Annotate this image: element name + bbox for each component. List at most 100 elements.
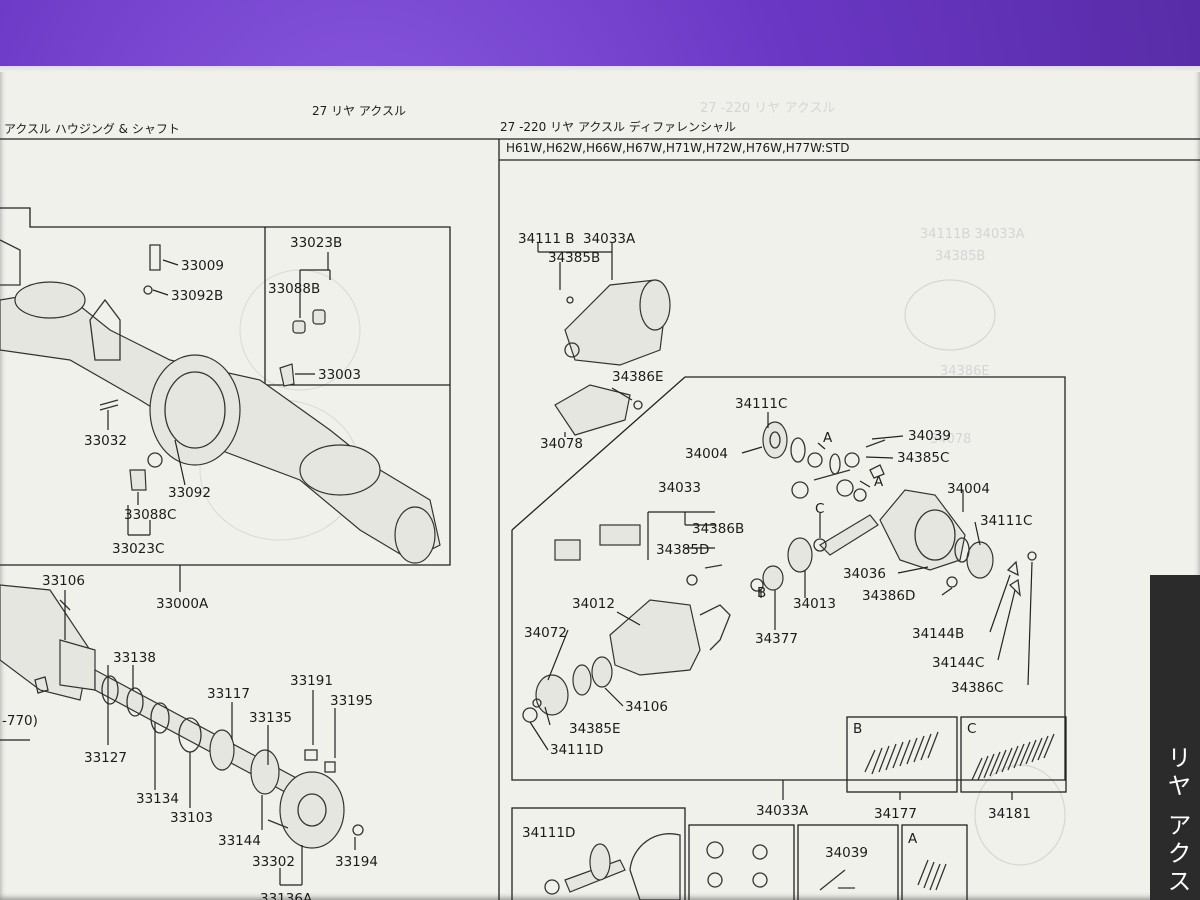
callout-C-1: C xyxy=(815,501,824,517)
label-34144B: 34144B xyxy=(912,626,964,642)
bleed-through: 34111B 34033A 34385B 34386E 34078 27 -22… xyxy=(199,101,1066,866)
kit-box-A xyxy=(901,824,968,900)
kit-box-A-label: A xyxy=(908,831,918,847)
label-34036: 34036 xyxy=(843,566,886,582)
housing-flange-drawing xyxy=(149,354,241,466)
label-34386D: 34386D xyxy=(862,588,915,604)
spring-A-drawing xyxy=(917,859,947,891)
label-33103: 33103 xyxy=(170,810,213,826)
label-33117: 33117 xyxy=(207,686,250,702)
svg-text:34386E: 34386E xyxy=(940,364,990,379)
label-34078: 34078 xyxy=(540,436,583,452)
label-33134: 33134 xyxy=(136,791,179,807)
label-34111B: 34111 B xyxy=(518,231,575,247)
svg-text:34111B 34033A: 34111B 34033A xyxy=(920,227,1025,242)
label-33023B: 33023B xyxy=(290,235,342,251)
section-title: 27 リヤ アクスル xyxy=(312,104,406,118)
label-34386E: 34386E xyxy=(612,369,663,385)
right-section-title: 27 -220 リヤ アクスル ディファレンシャル xyxy=(500,119,736,134)
kit-box-gears xyxy=(688,824,795,900)
callout-B-1: B xyxy=(757,585,766,601)
label-34033A-top: 34033A xyxy=(583,231,636,247)
svg-text:27 -220 リヤ アクスル: 27 -220 リヤ アクスル xyxy=(700,101,835,116)
companion-flange-drawing xyxy=(535,674,569,716)
label-33088C: 33088C xyxy=(124,507,176,523)
label-34111D-bottom: 34111D xyxy=(522,825,575,841)
label-34111C-top: 34111C xyxy=(735,396,787,412)
label-33023C: 33023C xyxy=(112,541,164,557)
label-34386C: 34386C xyxy=(951,680,1003,696)
label-34386B: 34386B xyxy=(692,521,744,537)
model-list: H61W,H62W,H66W,H67W,H71W,H72W,H76W,H77W:… xyxy=(506,141,850,155)
label-34012: 34012 xyxy=(572,596,615,612)
label-34181: 34181 xyxy=(988,806,1031,822)
label-33088B: 33088B xyxy=(268,281,320,297)
label-33092: 33092 xyxy=(168,485,211,501)
label-33138: 33138 xyxy=(113,650,156,666)
label-34111D: 34111D xyxy=(550,742,603,758)
svg-text:34078: 34078 xyxy=(930,432,971,447)
label-33302: 33302 xyxy=(252,854,295,870)
page-edge xyxy=(0,66,1200,72)
spring-kit-group: B C 34033A 34177 34181 xyxy=(756,716,1067,822)
spring-box-C xyxy=(960,716,1067,793)
label-34039: 34039 xyxy=(908,428,951,444)
spring-box-B-label: B xyxy=(853,721,862,737)
label-34144C: 34144C xyxy=(932,655,984,671)
bracket-34078-drawing xyxy=(554,384,631,436)
label-34013: 34013 xyxy=(793,596,836,612)
left-section-title: アクスル ハウジング & シャフト xyxy=(4,122,180,136)
label-34072: 34072 xyxy=(524,625,567,641)
label-34033A-bottom: 34033A xyxy=(756,803,809,819)
spring-34181-drawing xyxy=(971,733,1055,781)
label-34004-right: 34004 xyxy=(947,481,990,497)
label-770: -770) xyxy=(2,713,38,729)
label-33000A: 33000A xyxy=(156,596,209,612)
differential-group: 34111 B 34033A 34385B 34386E 34078 xyxy=(511,231,1066,781)
label-34385D: 34385D xyxy=(656,542,709,558)
retainer-33117-drawing xyxy=(209,729,235,771)
label-34385E: 34385E xyxy=(569,721,620,737)
hub-flange-drawing xyxy=(279,771,345,849)
parts-catalog-page xyxy=(0,66,1200,900)
spring-box-C-label: C xyxy=(967,721,976,737)
label-34177: 34177 xyxy=(874,806,917,822)
label-34039-bottom: 34039 xyxy=(825,845,868,861)
callout-A-1: A xyxy=(823,430,833,446)
label-33144: 33144 xyxy=(218,833,261,849)
label-34033: 34033 xyxy=(658,480,701,496)
label-34385C: 34385C xyxy=(897,450,949,466)
front-carrier-drawing xyxy=(609,599,701,676)
label-33032: 33032 xyxy=(84,433,127,449)
label-33106: 33106 xyxy=(42,573,85,589)
section-index-tab-label: リヤ アクス xyxy=(1163,745,1191,897)
label-33136A: 33136A xyxy=(260,891,313,900)
label-33135: 33135 xyxy=(249,710,292,726)
housing-cover-drawing xyxy=(299,444,381,496)
label-33194: 33194 xyxy=(335,854,378,870)
label-33009: 33009 xyxy=(181,258,224,274)
label-33191: 33191 xyxy=(290,673,333,689)
spring-34177-drawing xyxy=(864,731,939,775)
label-34004-left: 34004 xyxy=(685,446,728,462)
label-34377: 34377 xyxy=(755,631,798,647)
spring-box-B xyxy=(846,716,958,793)
bottom-kits-group: 34111D 34039 A xyxy=(511,807,968,900)
pinion-drawing xyxy=(819,514,879,556)
ring-gear-drawing xyxy=(629,833,681,900)
bracket-33009-drawing xyxy=(149,244,161,271)
kit-box-34111D xyxy=(511,807,686,900)
label-33195: 33195 xyxy=(330,693,373,709)
label-34385B: 34385B xyxy=(548,250,600,266)
label-34106: 34106 xyxy=(625,699,668,715)
section-index-tab xyxy=(1150,575,1200,900)
diff-case-drawing xyxy=(879,489,966,571)
label-34111C-right: 34111C xyxy=(980,513,1032,529)
axle-shaft-group: 33106 33138 -770) 33127 33117 33191 3313… xyxy=(0,573,378,900)
callout-A-2: A xyxy=(874,474,884,490)
axle-housing-frame xyxy=(0,207,451,566)
exploded-frame xyxy=(511,376,1066,781)
label-33127: 33127 xyxy=(84,750,127,766)
axle-housing-group: 33023B 33009 33092B 33088B 33003 33032 3… xyxy=(0,207,451,612)
